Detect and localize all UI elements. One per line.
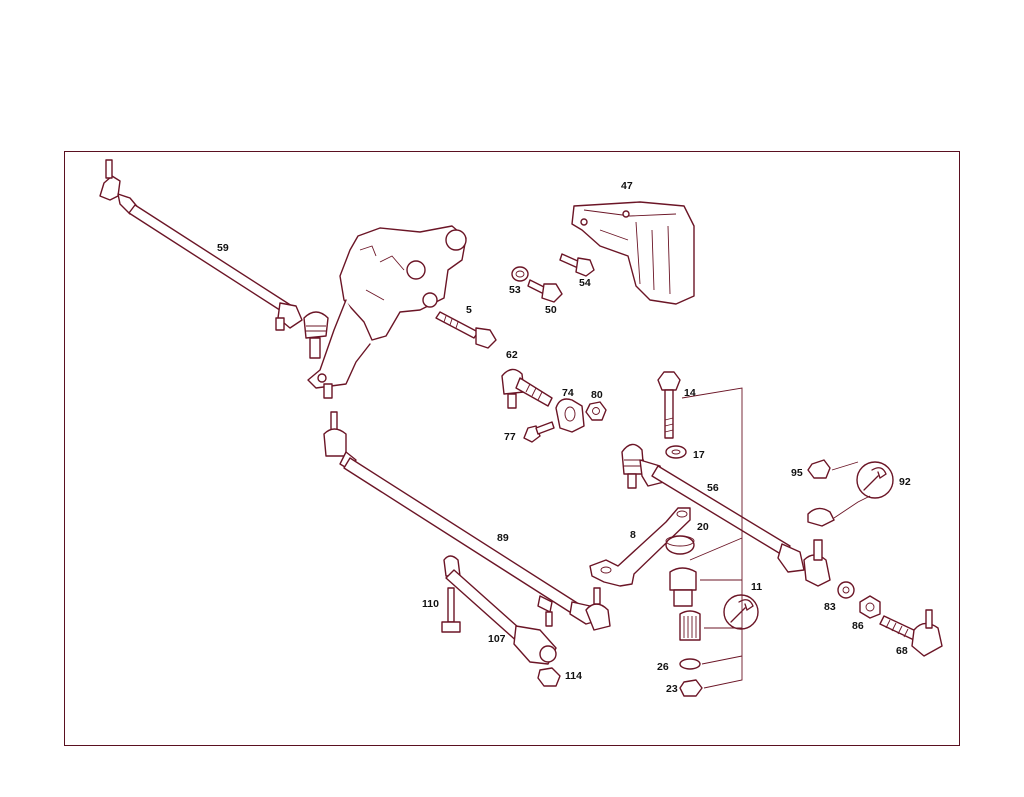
diagram-frame [64,151,960,746]
bolt-77 [523,421,555,443]
bracket-47 [571,201,695,305]
washer-17 [665,445,687,459]
washer-83 [837,581,855,599]
callout-17: 17 [693,449,705,461]
bolt-54 [559,253,595,277]
bolt-110 [441,587,461,633]
tie-rod-56 [621,443,831,587]
tie-rod-59 [99,159,329,359]
callout-8: 8 [630,529,636,541]
bolt-5 [435,311,497,349]
steering-gearbox [307,225,467,399]
callout-110: 110 [422,598,439,610]
callout-80: 80 [591,389,603,401]
callout-92: 92 [899,476,911,488]
leader-bracket-14-23 [681,387,743,689]
callout-107: 107 [488,633,506,645]
wrench-icon-11 [723,594,759,630]
nut-86 [859,595,881,619]
bolt-14 [657,371,681,439]
bushing-92-part [807,507,835,527]
bushing-74 [555,398,585,433]
wrench-icon-92 [856,461,894,499]
callout-50: 50 [545,304,557,316]
callout-11: 11 [751,581,762,593]
nut-95 [807,459,831,479]
idler-arm-8 [589,507,691,587]
damper-107 [443,555,557,665]
callout-56: 56 [707,482,719,494]
callout-62: 62 [506,349,518,361]
callout-68: 68 [896,645,908,657]
callout-5: 5 [466,304,472,316]
ball-joint-62 [501,368,553,409]
callout-114: 114 [565,670,582,682]
tie-rod-end-68 [879,609,943,657]
callout-95: 95 [791,467,803,479]
callout-74: 74 [562,387,574,399]
callout-54: 54 [579,277,591,289]
callout-23: 23 [666,683,678,695]
washer-53 [511,266,529,282]
bolt-50 [527,279,563,303]
callout-86: 86 [852,620,864,632]
callout-14: 14 [684,387,696,399]
nut-114 [537,667,561,687]
bushing-stack [669,567,703,697]
callout-26: 26 [657,661,669,673]
callout-89: 89 [497,532,509,544]
callout-59: 59 [217,242,229,254]
nut-80 [585,401,607,421]
bushing-20 [665,535,695,555]
leader-92 [831,461,871,519]
drag-link-89 [323,411,611,631]
callout-83: 83 [824,601,836,613]
callout-47: 47 [621,180,633,192]
callout-53: 53 [509,284,521,296]
callout-labels: 47 59 5 53 54 50 62 74 80 77 14 17 56 95… [217,180,911,695]
callout-20: 20 [697,521,709,533]
callout-77: 77 [504,431,516,443]
